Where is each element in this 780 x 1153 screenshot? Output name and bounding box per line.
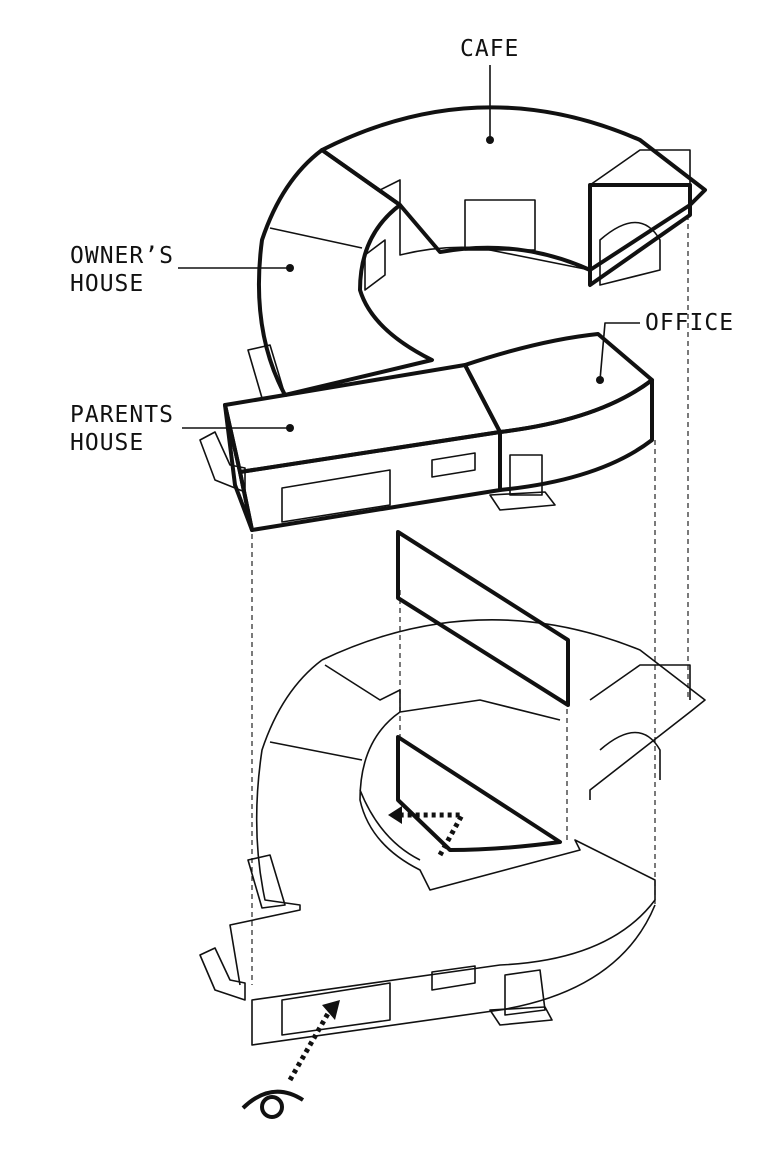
ground-floor-outline bbox=[199, 619, 706, 1046]
cafe-top bbox=[320, 105, 707, 272]
eye-icon bbox=[241, 1089, 305, 1119]
wall-panel bbox=[396, 530, 570, 707]
office-wall bbox=[498, 378, 654, 492]
parents-house-front bbox=[238, 430, 502, 532]
label-owners-house-2: HOUSE bbox=[70, 271, 145, 297]
label-owners-house-1: OWNER’S bbox=[70, 243, 174, 269]
cafe-front-wall bbox=[588, 183, 692, 287]
label-office: OFFICE bbox=[645, 310, 735, 336]
owners-house-volume bbox=[247, 148, 434, 399]
dotted-arrow-icon bbox=[287, 806, 467, 1082]
parents-house-volume bbox=[199, 363, 502, 532]
cafe-volume bbox=[320, 105, 707, 287]
leader-lines bbox=[178, 65, 640, 432]
office-volume bbox=[463, 332, 654, 511]
owners-house-top bbox=[256, 148, 434, 397]
lower-wall-panel bbox=[396, 735, 562, 852]
projection-lines bbox=[251, 215, 689, 985]
label-parents-house-2: HOUSE bbox=[70, 430, 145, 456]
label-cafe: CAFE bbox=[460, 36, 520, 62]
label-parents-house-1: PARENTS bbox=[70, 402, 174, 428]
